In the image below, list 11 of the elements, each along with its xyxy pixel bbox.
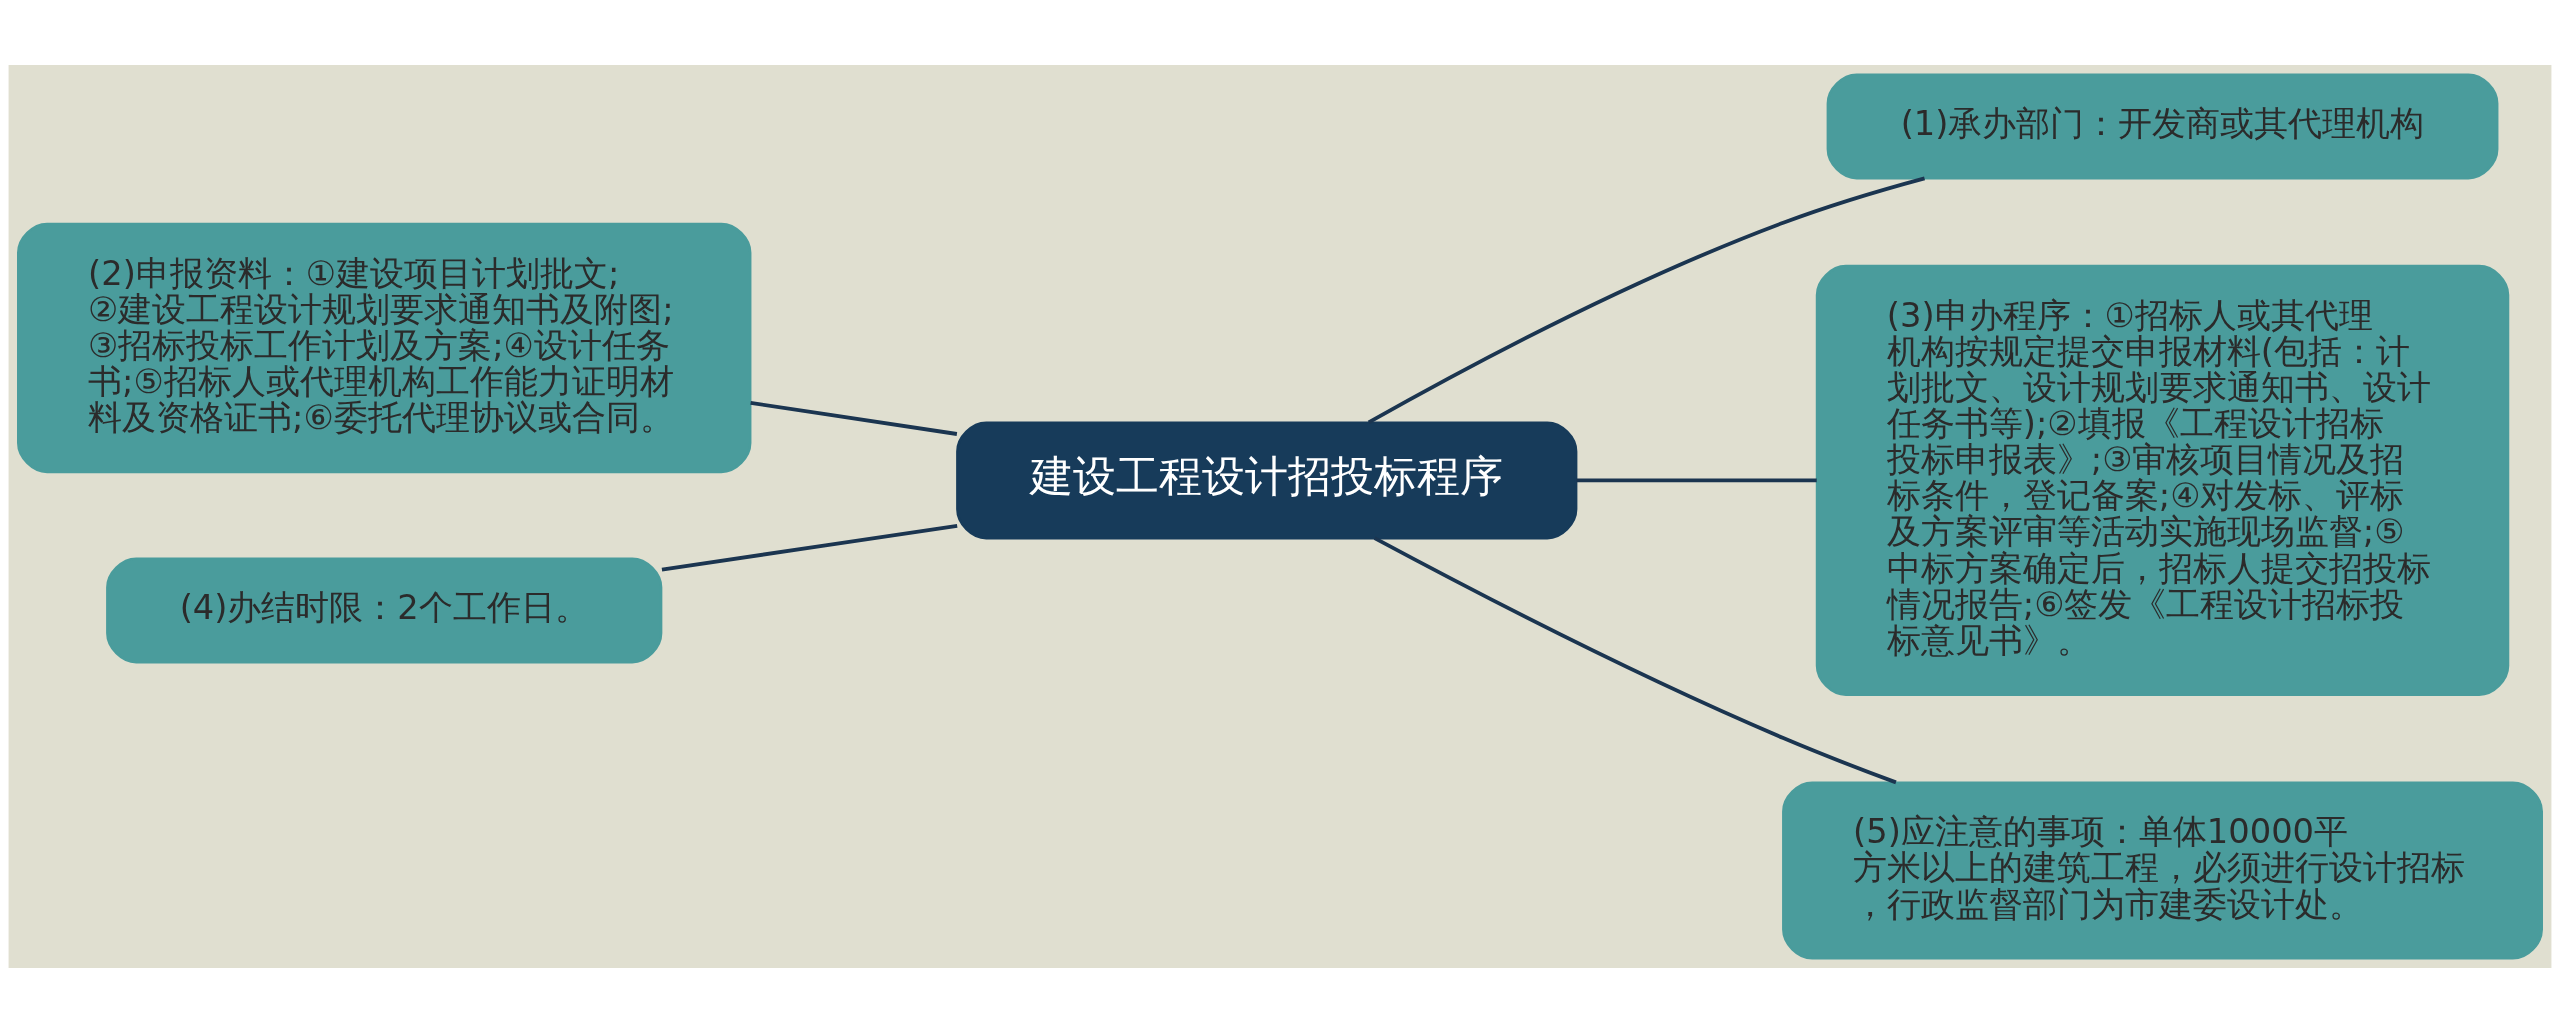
node-box: (4)办结时限：2个工作日。 bbox=[106, 557, 663, 664]
node-box: (1)承办部门：开发商或其代理机构 bbox=[1826, 73, 2499, 180]
node-box: 建设工程设计招投标程序 bbox=[956, 421, 1578, 540]
node-box: (2)申报资料：①建设项目计划批文;②建设工程设计规划要求通知书及附图;③招标投标工作计划及方案;④设计任务书;⑤招标人或代理机构工作能力证明材料及资格证书;⑥委托代理协议或合同。 bbox=[17, 222, 752, 474]
connector bbox=[1367, 176, 1926, 425]
connector bbox=[1576, 478, 1817, 483]
connector bbox=[750, 400, 958, 436]
connector bbox=[661, 524, 958, 572]
node-box: (5)应注意的事项：单体10000平方米以上的建筑工程，必须进行设计招标，行政监督部门为市建委设计处。 bbox=[1782, 781, 2543, 960]
connector bbox=[1373, 536, 1897, 785]
node-box: (3)申办程序：①招标人或其代理机构按规定提交申报材料(包括：计划批文、设计规划要求通知书、设计任务书等);②填报《工程设计招标投标申报表》;③审核项目情况及招标条件，登记备案;④对发标、评标及方案评审等活动实施现场监督;⑤中标方案确定后，招标人提交招投标情况报告;⑥签发《工程设计招标投标意见书》。 bbox=[1815, 264, 2510, 696]
